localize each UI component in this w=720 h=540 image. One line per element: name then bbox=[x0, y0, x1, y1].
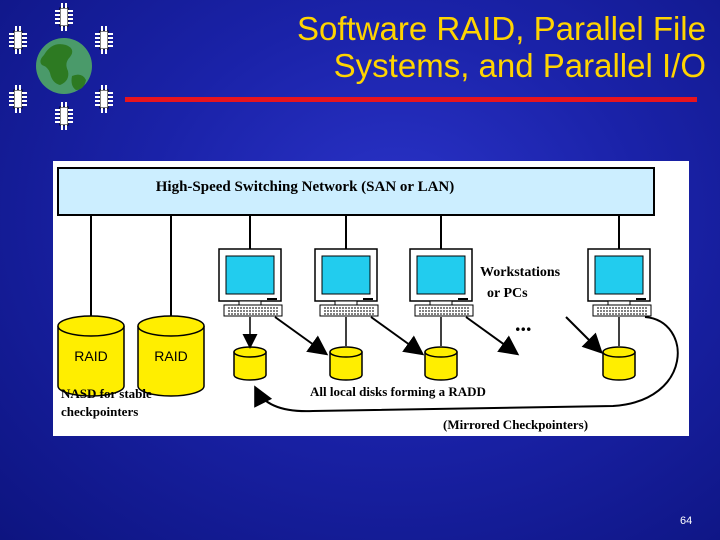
title-line-1: Software RAID, Parallel File bbox=[297, 10, 706, 47]
local-disks-label: All local disks forming a RADD bbox=[310, 384, 486, 399]
local-disk bbox=[233, 346, 267, 381]
mirrored-arrow bbox=[254, 316, 679, 413]
globe-with-processors-icon bbox=[8, 2, 114, 131]
local-disk bbox=[424, 346, 458, 381]
title-underline bbox=[125, 97, 697, 102]
network-bar bbox=[57, 167, 655, 216]
workstations-label: or PCs bbox=[487, 286, 528, 301]
raid-label: RAID bbox=[74, 348, 107, 364]
raid-disk: RAID bbox=[57, 315, 125, 397]
raid-label: RAID bbox=[154, 348, 187, 364]
workstations-label: Workstations bbox=[480, 265, 561, 280]
mirrored-label: (Mirrored Checkpointers) bbox=[443, 417, 588, 432]
workstation bbox=[409, 248, 474, 317]
local-disk bbox=[602, 346, 636, 381]
page-number: 64 bbox=[680, 515, 693, 527]
nasd-label: checkpointers bbox=[61, 404, 138, 419]
ellipsis: ... bbox=[515, 311, 532, 336]
slide-title: Software RAID, Parallel File Systems, an… bbox=[186, 10, 706, 84]
local-disk bbox=[329, 346, 363, 381]
network-label: High-Speed Switching Network (SAN or LAN… bbox=[156, 179, 454, 195]
network-diagram: High-Speed Switching Network (SAN or LAN… bbox=[53, 161, 689, 436]
workstation bbox=[218, 248, 283, 317]
title-line-2: Systems, and Parallel I/O bbox=[333, 47, 706, 84]
nasd-label: NASD for stable bbox=[61, 386, 152, 401]
raid-disk: RAID bbox=[137, 315, 205, 397]
workstation bbox=[314, 248, 379, 317]
workstation bbox=[587, 248, 652, 317]
